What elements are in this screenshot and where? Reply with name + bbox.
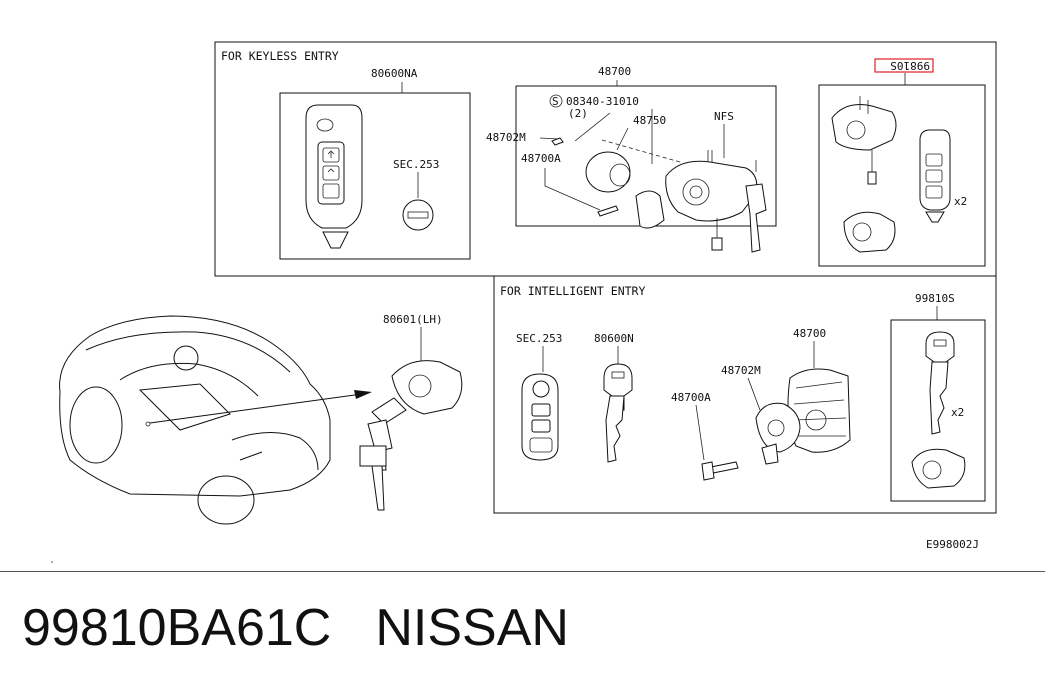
keyless-fob-part-label: 80600NA (371, 67, 418, 80)
kit-door-cylinder (843, 211, 896, 253)
intelligent-lock-assembly (701, 368, 851, 481)
keyless-sec-ref: SEC.253 (393, 158, 439, 171)
arrow-head-icon (354, 390, 372, 399)
intelligent-kit-key (925, 331, 955, 435)
intelligent-kit-cylinder (911, 448, 966, 489)
caption-divider (0, 571, 1045, 572)
keyless-kit-part-label: 99810S (890, 59, 930, 72)
nfs-label: NFS (714, 110, 734, 123)
keyless-kit-box (818, 84, 986, 267)
intelligent-section-box (493, 275, 997, 514)
caption-brand: NISSAN (375, 599, 569, 657)
intelligent-kit-box (890, 319, 986, 502)
intelligent-key-part-label: 80600N (594, 332, 634, 345)
intelligent-kit-part-label: 99810S (915, 292, 955, 305)
intelligent-part-48702m-label: 48702M (721, 364, 761, 377)
intelligent-kit-qty-label: x2 (951, 406, 964, 419)
parts-diagram: FOR KEYLESS ENTRY FOR INTELLIGENT ENTRY … (51, 41, 997, 563)
svg-text:S: S (552, 95, 559, 108)
door-lock-cylinder (359, 360, 463, 511)
kit-lock-cylinder (831, 96, 897, 185)
door-lock-part-label: 80601(LH) (383, 313, 443, 326)
diagram-code-label: E998002J (926, 538, 979, 551)
car-outline (59, 315, 372, 525)
intelligent-key-fob (521, 373, 559, 461)
bolt-symbol: S (549, 94, 563, 108)
intelligent-section-title: FOR INTELLIGENT ENTRY (500, 284, 645, 298)
caption-part-number: 99810BA61C (22, 599, 332, 657)
keyless-lock-set-part-label: 48700 (598, 65, 631, 78)
keyless-key-fob (305, 104, 363, 249)
part-48702m-label: 48702M (486, 131, 526, 144)
keyless-fob-box (279, 92, 471, 260)
ignition-lock-cylinder (551, 137, 767, 253)
stray-dot (51, 561, 53, 563)
bolt-quantity-label: (2) (568, 107, 588, 120)
kit-part-highlight (874, 58, 934, 73)
caption: 99810BA61C NISSAN (22, 596, 569, 660)
bolt-callout-label: 08340-31010 (566, 95, 639, 108)
keyless-kit-qty-label: x2 (954, 195, 967, 208)
intelligent-lock-set-part-label: 48700 (793, 327, 826, 340)
battery-coin-cell (402, 199, 434, 231)
part-48700a-label: 48700A (521, 152, 561, 165)
mechanical-key (603, 363, 633, 463)
part-48750-label: 48750 (633, 114, 666, 127)
keyless-section-title: FOR KEYLESS ENTRY (221, 49, 339, 63)
kit-key-fob (919, 129, 951, 223)
intelligent-part-48700a-label: 48700A (671, 391, 711, 404)
intelligent-sec-ref: SEC.253 (516, 332, 562, 345)
